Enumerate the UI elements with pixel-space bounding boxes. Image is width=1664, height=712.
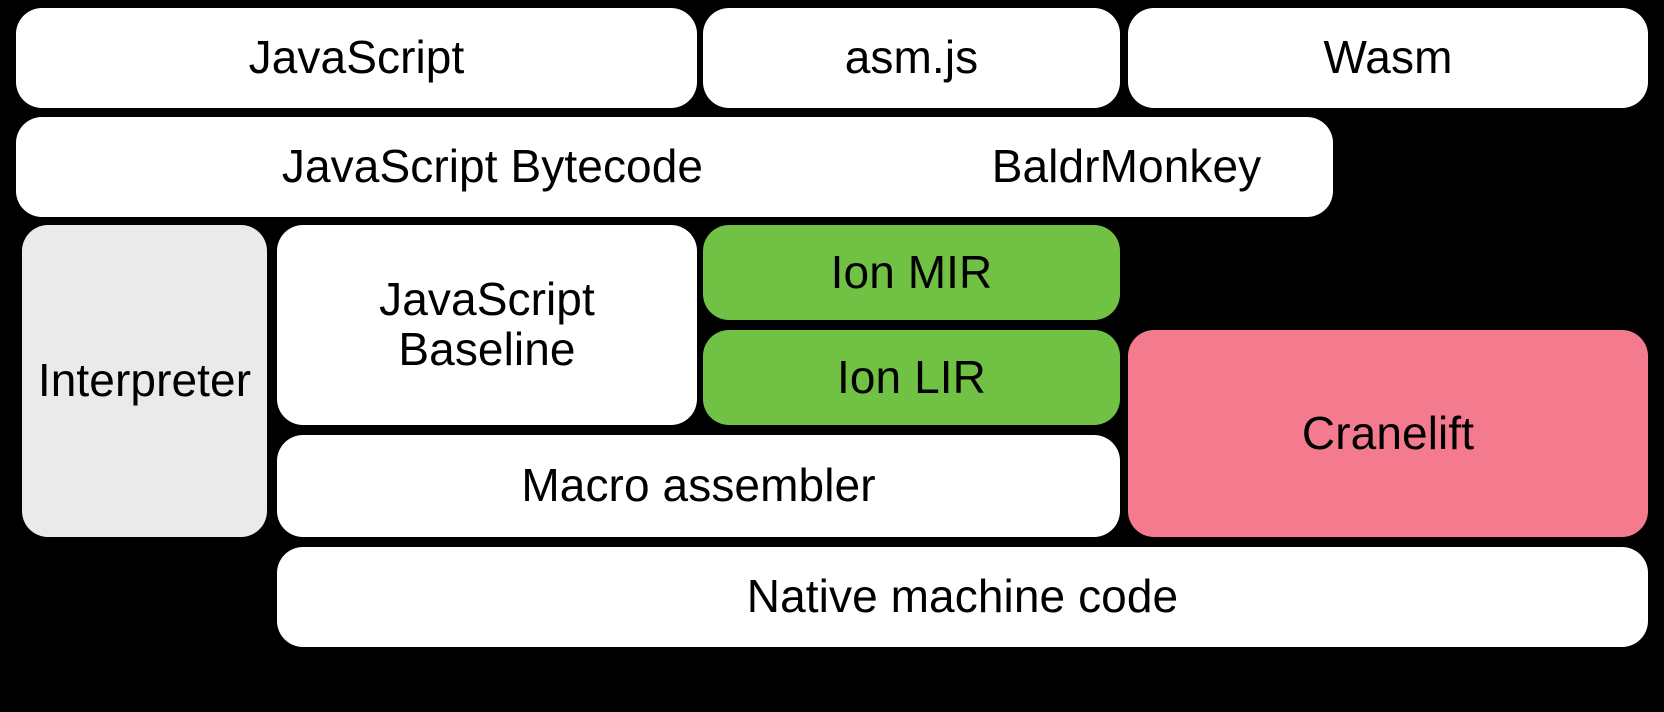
node-asm-js: asm.js (703, 8, 1120, 108)
node-interpreter: Interpreter (22, 225, 267, 537)
node-baldrmonkey: BaldrMonkey (920, 117, 1333, 217)
node-ion-lir: Ion LIR (703, 330, 1120, 425)
node-javascript: JavaScript (16, 8, 697, 108)
node-cranelift: Cranelift (1128, 330, 1648, 537)
node-wasm: Wasm (1128, 8, 1648, 108)
node-javascript-bytecode: JavaScript Bytecode (16, 117, 969, 217)
node-macro-assembler: Macro assembler (277, 435, 1120, 537)
node-ion-mir: Ion MIR (703, 225, 1120, 320)
node-native-machine-code: Native machine code (277, 547, 1648, 647)
node-javascript-baseline: JavaScript Baseline (277, 225, 697, 425)
